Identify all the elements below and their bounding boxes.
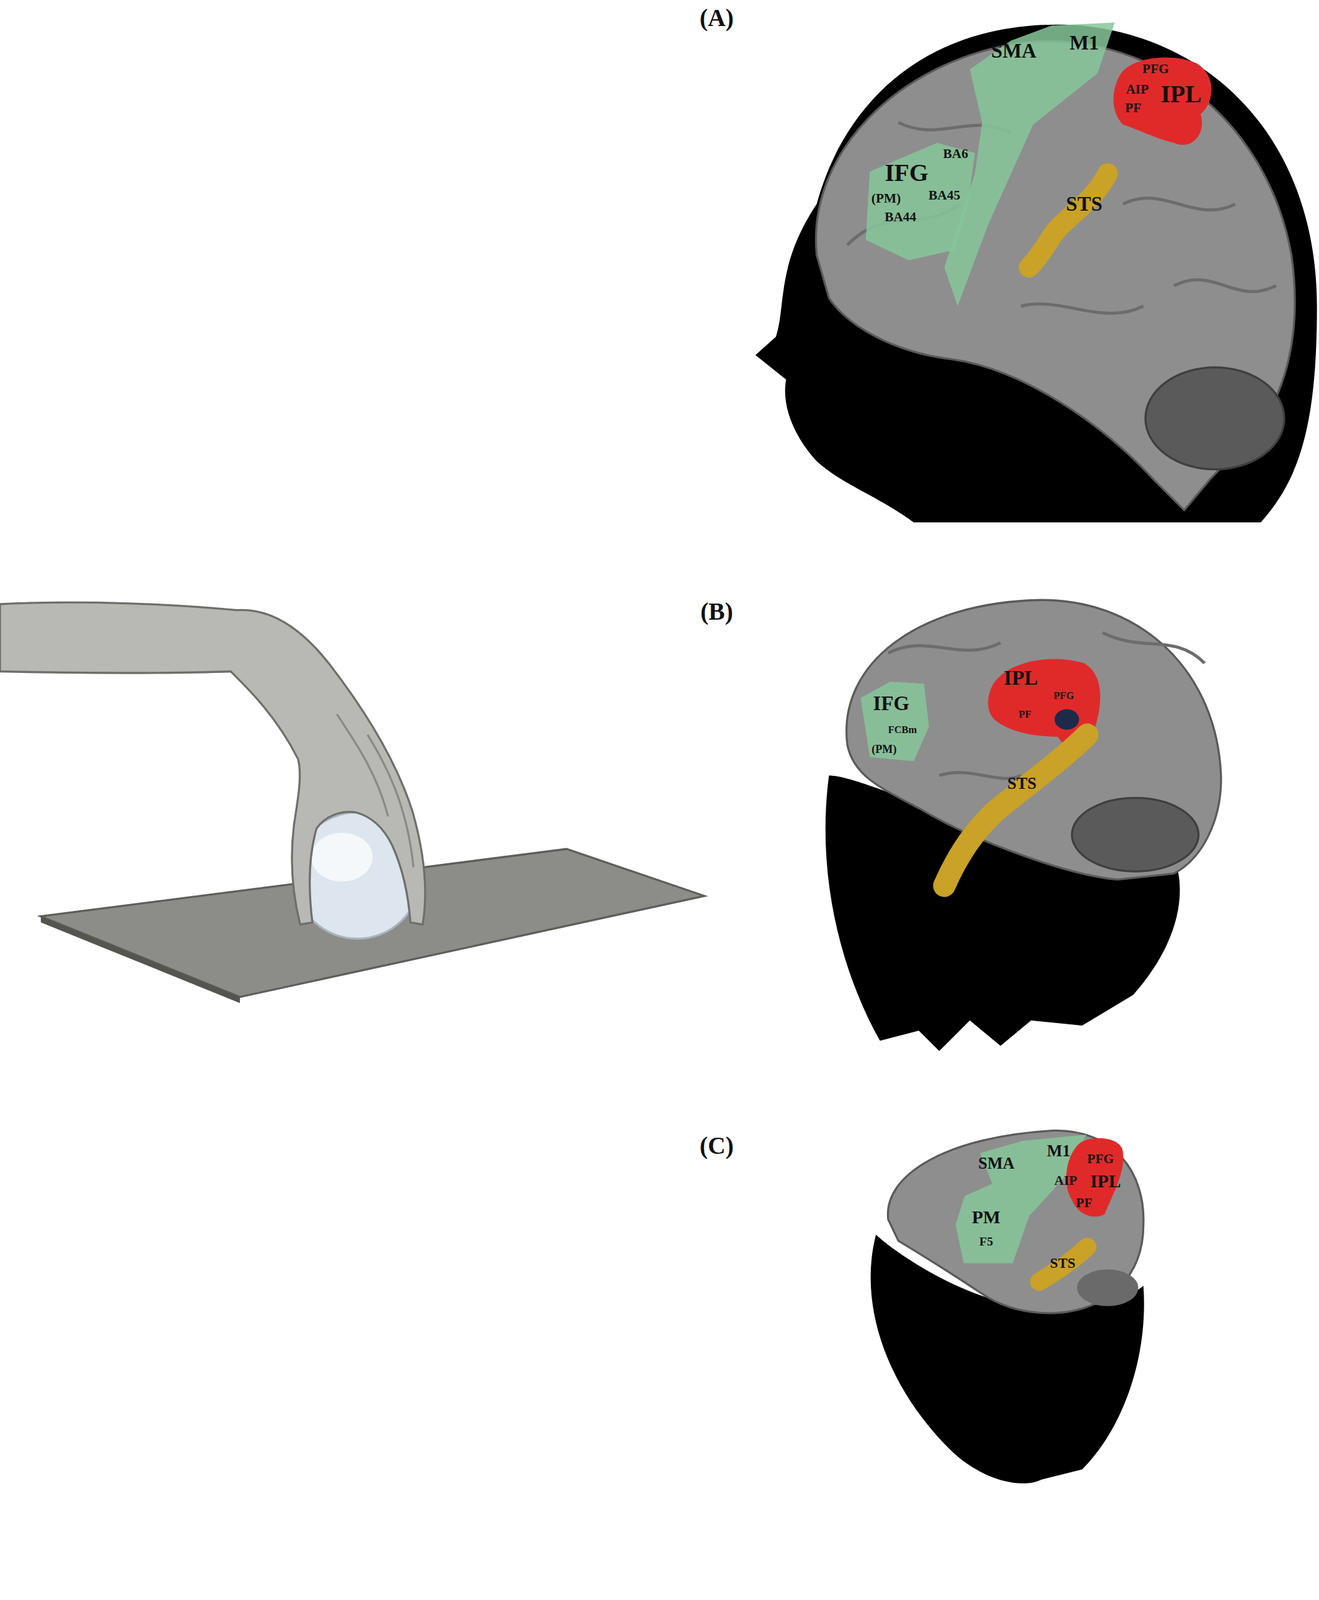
brain-surface [815,41,1295,511]
region-label: IFG [884,161,928,186]
brain-surface [887,1130,1143,1314]
region-label: STS [1049,1257,1076,1272]
ipl-region [1113,57,1212,146]
sma-m1-pm-region [955,1134,1087,1264]
sts-region [1028,173,1108,268]
area-label: (PM) [871,743,897,755]
brain-surface [846,599,1222,880]
hand-arm [0,602,426,925]
area-label: BA6 [942,147,968,161]
hand-grasp-illustration [0,602,705,1004]
region-label: IPL [1004,667,1039,689]
temporal-shade [1077,1269,1139,1306]
region-label: SMA [991,40,1037,62]
region-label: M1 [1046,1143,1071,1160]
finger-line [367,735,414,868]
panel-label: (C) [699,1134,734,1160]
area-label: F5 [979,1236,993,1249]
region-label: SMA [978,1155,1015,1172]
monkey-brain [870,1130,1145,1484]
panel-label: (A) [699,6,734,31]
area-label: PF [1124,101,1142,115]
region-label: IPL [1090,1172,1121,1192]
hand-shading [337,714,389,817]
infant-human-brain [825,599,1222,1052]
region-label: M1 [1069,32,1099,54]
region-label: IFG [873,692,910,714]
sts-region [944,735,1088,887]
area-label: PF [1019,709,1032,720]
region-label: IPL [1160,82,1202,108]
area-label: (PM) [871,192,902,206]
area-label: AIP [1125,83,1149,97]
area-label: PF [1076,1196,1093,1210]
region-label: STS [1066,194,1103,215]
ifg-region [860,681,929,762]
gyri-lines [847,122,1277,314]
area-label: AIP [1054,1174,1078,1188]
ipl-shadow [1054,709,1080,730]
area-label: BA44 [884,210,917,224]
panel-label: (B) [700,599,734,625]
ifg-region [865,143,975,261]
area-label: PFG [1142,62,1170,76]
cerebellum [1071,798,1199,873]
ball-highlight [311,833,373,883]
adult-human-brain [755,22,1318,523]
region-label: PM [971,1208,1001,1228]
area-label: BA45 [928,189,961,203]
cerebellum [1145,367,1285,470]
plate-edge [40,916,240,1004]
area-label: PFG [1087,1152,1114,1166]
sts-region [1039,1247,1088,1282]
region-label: STS [1007,776,1037,793]
area-label: FCBm [888,724,918,735]
area-label: PFG [1053,691,1075,702]
